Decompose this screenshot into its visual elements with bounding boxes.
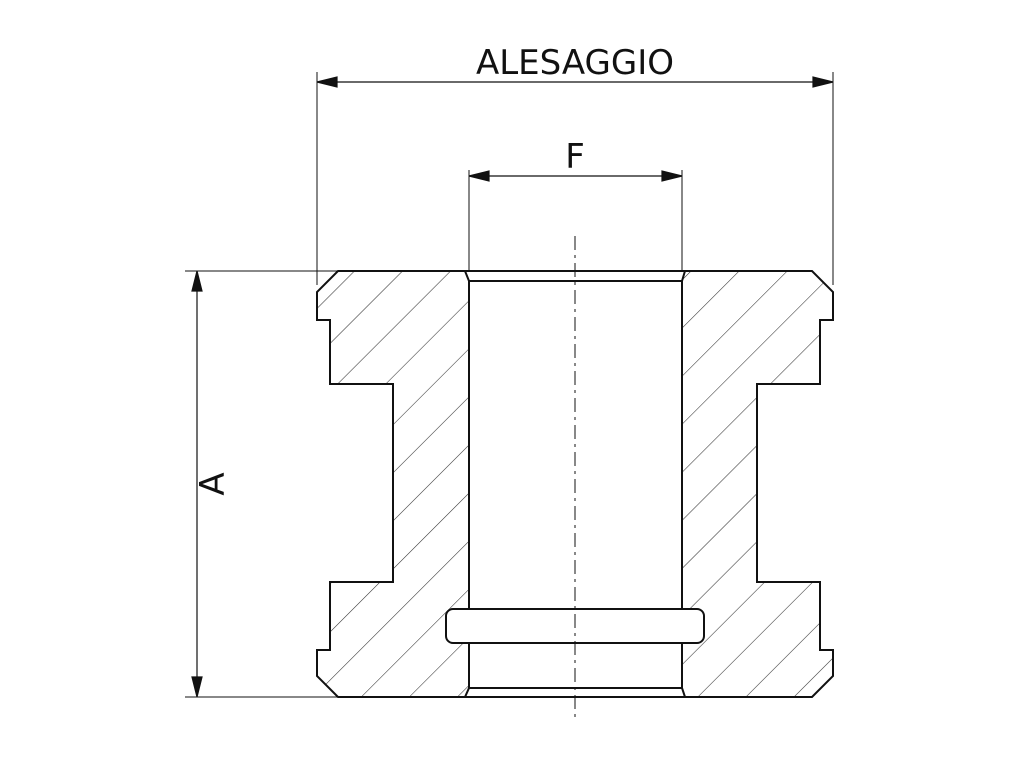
height-label: A xyxy=(193,472,233,495)
dimension-lines xyxy=(191,76,834,698)
right-section-hatch xyxy=(681,270,834,698)
inner-diameter-label: F xyxy=(565,137,585,177)
left-section-hatch xyxy=(316,270,470,698)
bore-label: ALESAGGIO xyxy=(476,43,674,83)
